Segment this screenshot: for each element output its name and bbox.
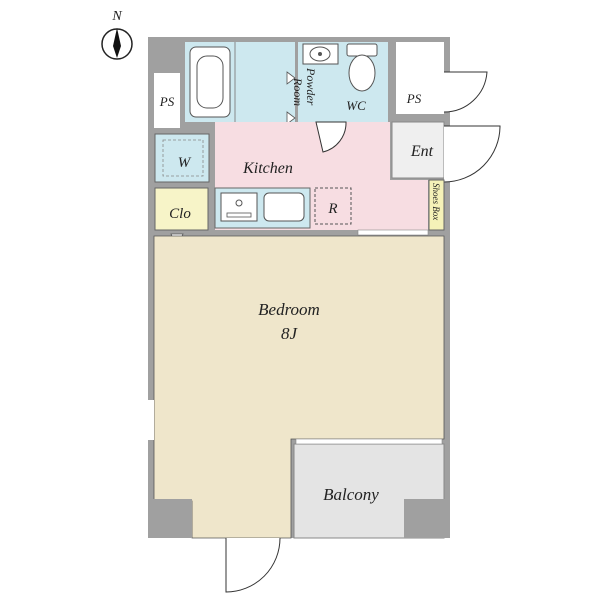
grill-icon	[226, 212, 252, 218]
ps-left-label: PS	[159, 94, 175, 109]
kitchen-sink-icon	[263, 192, 305, 222]
kitchen-label: Kitchen	[242, 160, 293, 177]
balcony-label: Balcony	[323, 485, 379, 504]
entrance-label: Ent	[410, 143, 434, 160]
powder-room-label-1: Powder	[304, 67, 318, 106]
toilet-bowl-icon	[348, 54, 376, 92]
powder-room-label-2: Room	[291, 77, 305, 106]
bedroom-window	[148, 400, 154, 440]
ps-right-room	[396, 42, 444, 114]
toilet-tank-icon	[346, 43, 378, 57]
ps-right-label: PS	[406, 91, 422, 106]
pillar	[404, 499, 450, 538]
bathtub-icon	[189, 46, 231, 118]
bottom-door-swing	[225, 537, 281, 593]
sink-drain-icon	[318, 52, 322, 56]
washer-label: W	[178, 155, 192, 171]
pillar	[148, 499, 192, 538]
kitchen-hall	[390, 180, 428, 230]
burner-icon	[235, 199, 243, 207]
closet-area	[154, 187, 209, 231]
bedroom-size-label: 8J	[281, 324, 299, 343]
north-arrow-icon	[113, 28, 121, 58]
shoes-box	[428, 179, 445, 231]
refrigerator-label: R	[327, 201, 337, 217]
door-marker-icon	[286, 71, 296, 85]
balcony-window	[295, 438, 443, 445]
washer-space	[154, 133, 210, 183]
sink-icon	[309, 46, 331, 62]
shoes-box-label: Shoes Box	[431, 183, 441, 220]
ps-right-door-swing	[443, 71, 488, 113]
door-marker-icon	[286, 111, 296, 125]
bedroom-label: Bedroom	[258, 300, 320, 319]
refrigerator-space	[314, 187, 352, 225]
powder-door-swing	[315, 121, 347, 153]
wc-label: WC	[346, 98, 366, 113]
closet-label: Clo	[169, 206, 191, 222]
bathtub-inner-icon	[196, 55, 224, 109]
ps-left-room	[154, 73, 180, 128]
compass-label: N	[111, 9, 122, 24]
washer-outline-icon	[162, 139, 204, 177]
north-compass: N	[101, 9, 133, 60]
sliding-door	[357, 229, 429, 236]
entrance-door-swing	[443, 125, 501, 183]
